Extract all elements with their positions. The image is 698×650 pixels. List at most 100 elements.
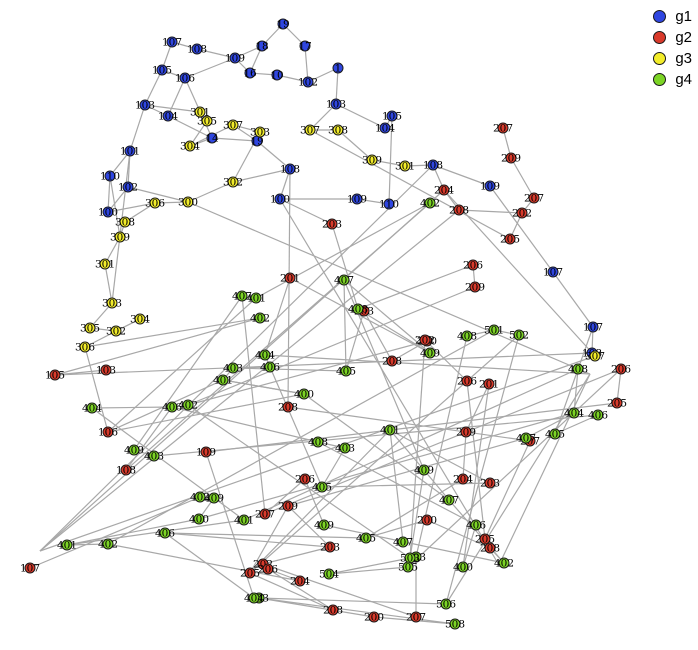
node-marker <box>100 364 112 376</box>
graph-node-g1: 18 <box>255 40 269 53</box>
graph-node-g2: 201 <box>280 272 300 285</box>
graph-edge <box>304 478 325 526</box>
node-label: 404 <box>82 403 102 415</box>
node-marker <box>327 604 339 616</box>
node-label: 409 <box>420 348 440 360</box>
graph-node-g4: 409 <box>414 464 434 477</box>
node-label: 406 <box>155 528 175 540</box>
node-label: 102 <box>298 77 318 89</box>
node-marker <box>549 428 561 440</box>
node-marker <box>227 362 239 374</box>
graph-edge <box>357 264 474 310</box>
node-label: 405 <box>356 533 376 545</box>
node-marker <box>284 272 296 284</box>
node-label: 206 <box>457 376 477 388</box>
node-marker <box>397 536 409 548</box>
node-label: 406 <box>466 520 486 532</box>
node-label: 307 <box>585 351 605 363</box>
node-marker <box>443 494 455 506</box>
graph-node-g1: 107 <box>583 321 603 334</box>
graph-edge <box>258 597 456 625</box>
graph-node-g2: 209 <box>278 500 298 513</box>
graph-edge <box>66 518 200 546</box>
node-marker <box>449 618 461 630</box>
node-marker <box>86 402 98 414</box>
graph-edge <box>289 277 431 354</box>
graph-edge <box>465 383 490 433</box>
node-label: 19 <box>276 19 289 31</box>
node-marker <box>159 527 171 539</box>
graph-edge <box>426 519 491 549</box>
node-marker <box>193 513 205 525</box>
node-marker <box>139 99 151 111</box>
graph-edge <box>462 524 477 568</box>
graph-edge <box>154 201 189 204</box>
node-marker <box>440 598 452 610</box>
graph-edge <box>129 104 146 152</box>
node-marker <box>453 204 465 216</box>
graph-node-g2: 207 <box>406 611 426 624</box>
node-label: 409 <box>414 465 434 477</box>
graph-edge <box>104 263 113 304</box>
node-label: 506 <box>436 599 456 611</box>
graph-edge <box>554 414 599 435</box>
node-marker <box>191 43 203 55</box>
node-marker <box>106 297 118 309</box>
node-label: 402 <box>420 198 440 210</box>
graph-edge <box>552 271 594 328</box>
node-marker <box>122 181 134 193</box>
graph-node-g3: 308 <box>115 216 135 229</box>
node-marker <box>299 40 311 52</box>
node-label: 400 <box>189 514 209 526</box>
node-marker <box>184 140 196 152</box>
graph-node-g4: 401 <box>213 374 233 387</box>
graph-node-g4: 405 <box>356 532 376 545</box>
node-marker <box>418 464 430 476</box>
node-label: 10 <box>270 70 283 82</box>
graph-node-g4: 407 <box>393 536 413 549</box>
node-label: 303 <box>250 127 270 139</box>
node-label: 309 <box>110 232 130 244</box>
node-marker <box>84 322 96 334</box>
graph-edge <box>287 168 291 408</box>
node-marker <box>102 538 114 550</box>
graph-edges <box>29 23 622 625</box>
graph-node-g4: 501 <box>484 324 504 337</box>
node-marker <box>244 67 256 79</box>
graph-node-g1: 100 <box>98 206 118 219</box>
node-label: 207 <box>406 612 426 624</box>
legend-item-g2: g2 <box>653 27 692 48</box>
graph-node-g3: 304 <box>130 313 150 326</box>
node-marker <box>402 561 414 573</box>
graph-node-g3: 307 <box>585 350 605 363</box>
node-label: 503 <box>400 553 420 565</box>
legend-swatch-g2 <box>653 31 667 44</box>
node-marker <box>194 106 206 118</box>
graph-edge <box>187 404 411 559</box>
graph-node-g4: 407 <box>334 274 354 287</box>
graph-node-g2: 204 <box>434 184 454 197</box>
graph-node-g1: 109 <box>347 193 367 206</box>
node-label: 401 <box>213 375 233 387</box>
graph-edge <box>249 505 289 574</box>
graph-node-g3: 306 <box>145 197 165 210</box>
graph-node-g1: 109 <box>225 52 245 65</box>
legend-swatch-g4 <box>653 73 667 86</box>
node-label: 306 <box>75 342 95 354</box>
node-marker <box>298 388 310 400</box>
graph-edge <box>267 568 334 611</box>
graph-node-g2: 208 <box>382 355 402 368</box>
node-marker <box>259 349 271 361</box>
node-label: 408 <box>348 304 368 316</box>
graph-edge <box>111 150 131 304</box>
node-marker <box>383 198 395 210</box>
graph-edge <box>287 406 531 442</box>
node-marker <box>24 562 36 574</box>
graph-node-g4: 409 <box>124 444 144 457</box>
node-marker <box>326 218 338 230</box>
node-marker <box>457 473 469 485</box>
node-label: 108 <box>116 465 136 477</box>
legend-swatch-g1 <box>653 10 667 23</box>
legend-label-g4: g4 <box>675 71 692 88</box>
graph-node-g1: 16 <box>243 67 257 80</box>
